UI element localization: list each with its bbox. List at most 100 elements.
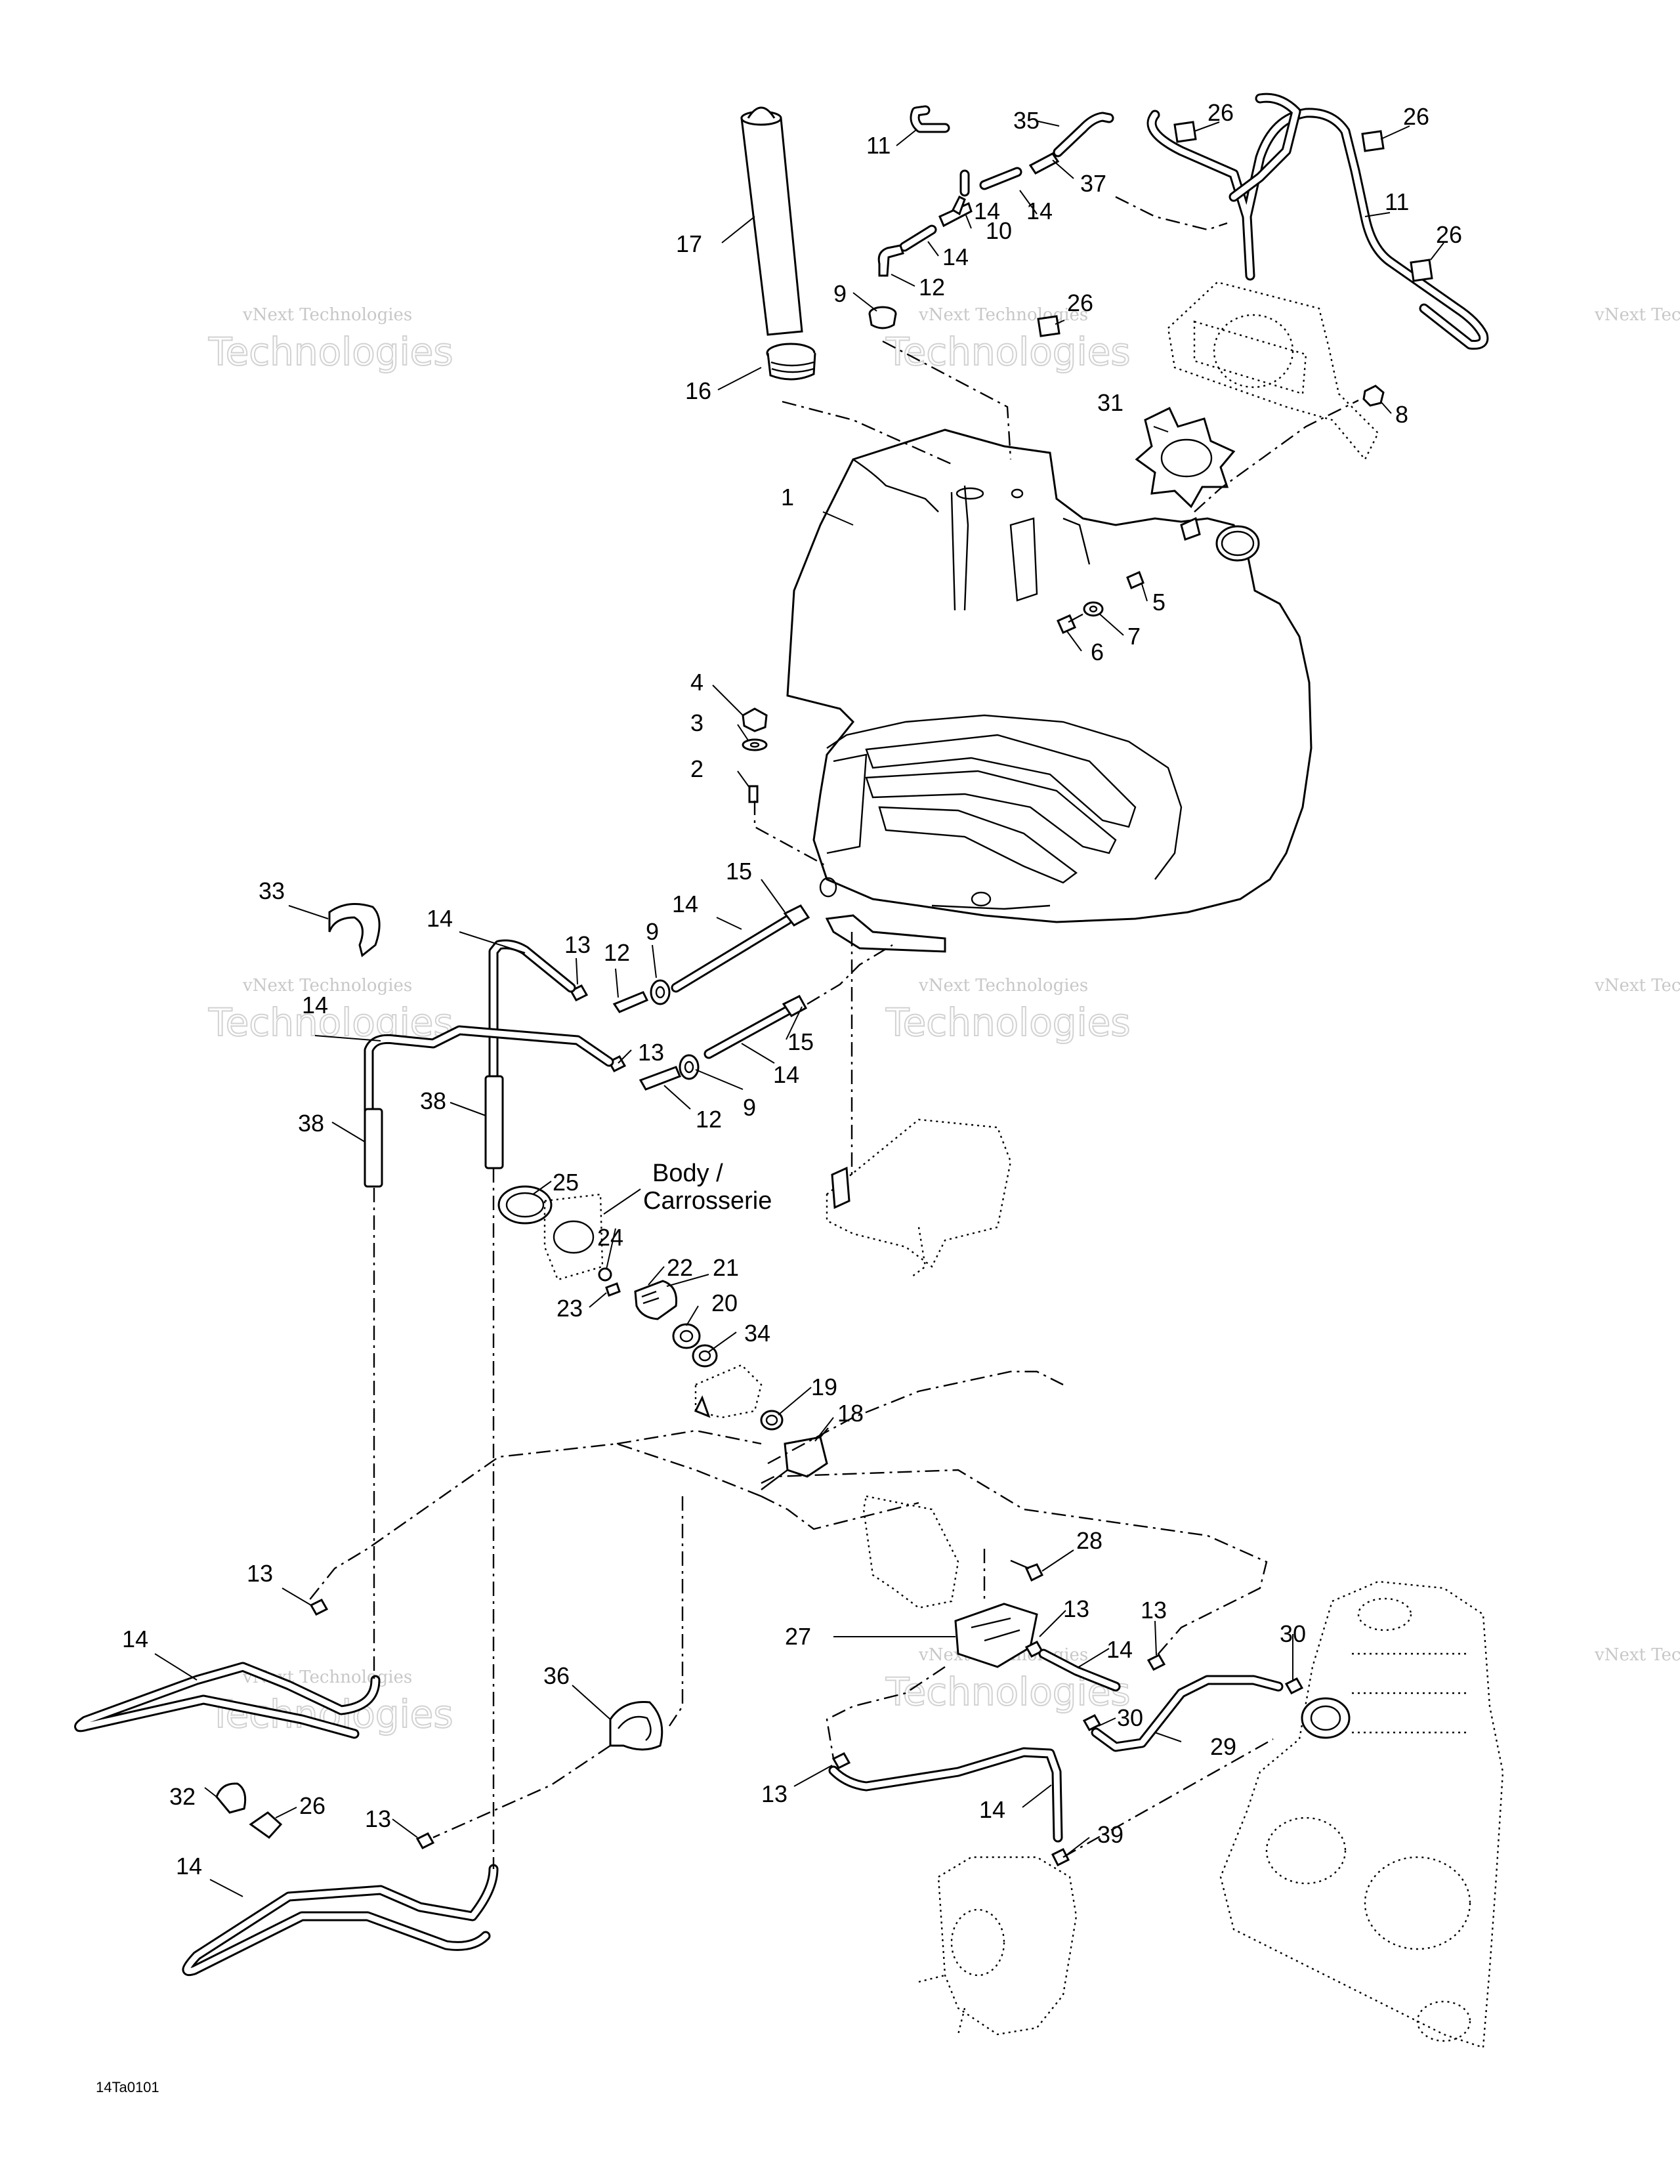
fuel-hose-14-lower-left-lower [182,1864,499,1977]
fuel-cap [1135,406,1236,509]
spring-22 [641,1290,660,1305]
body-note-line2: Carrosserie [643,1187,772,1215]
fuel-hose-14-lower [704,1005,793,1059]
clip-33 [328,903,381,957]
callout-label: 1 [781,484,794,511]
decal-plate-outline [543,1193,604,1281]
callout-label: 19 [811,1374,837,1400]
callout-label: 20 [711,1290,738,1316]
fuel-hose-14-left-upper [488,939,576,1082]
nut-8 [1362,385,1385,407]
callout-label: 22 [667,1254,693,1281]
clamp-13-bottom-left [415,1832,435,1849]
callout-label: 26 [1208,99,1234,126]
callout-label: 2 [690,755,704,782]
callout-label: 4 [690,669,704,696]
figure-id: 14Ta0101 [96,2079,159,2095]
o-ring-19 [760,1410,784,1431]
callout-label: 26 [1403,103,1429,130]
screw-6 [1057,613,1083,634]
callout-label: 14 [773,1061,799,1088]
callout-label: 13 [638,1039,664,1066]
callout-label: 12 [919,274,945,301]
headlight-bracket-outline [1167,281,1379,461]
leader-lines [154,120,1444,1897]
callout-label: 30 [1117,1704,1143,1731]
clamp-30-left [1082,1714,1102,1731]
callout-label: 25 [553,1169,579,1196]
body-note-line1: Body / [652,1160,723,1187]
callout-label: 12 [696,1106,722,1133]
callout-label: 24 [597,1224,623,1251]
watermark-text-large: Technologies [885,1000,1131,1045]
callout-label: 13 [1141,1597,1167,1624]
watermark-text: vNext Technologies [1594,976,1680,996]
stud-2 [748,785,759,803]
callout-label: 21 [713,1254,739,1281]
callout-labels: 1 2 3 4 5 6 7 8 9 9 9 10 11 11 12 12 12 … [122,99,1462,1880]
callout-label: 12 [604,939,630,966]
spacer-5 [1126,570,1144,590]
watermark-text: vNext Technologies [242,976,412,996]
watermark-text: vNext Technologies [1594,1645,1680,1665]
callout-label: 29 [1210,1733,1236,1760]
valve-bracket [694,1364,763,1419]
callout-label: 14 [302,992,328,1018]
body-note: Body / Carrosserie [643,1160,772,1215]
washer-3 [742,738,768,751]
lever-21 [634,1280,678,1320]
callout-label: 11 [1385,188,1409,215]
callout-label: 14 [122,1626,148,1652]
body-panel-outline [826,1118,1012,1277]
pump-bracket [862,1495,959,1609]
knob-25 [497,1185,553,1225]
fuel-hose-14-pump [1038,1648,1121,1692]
carburetor-outline [918,1856,1078,2036]
callout-label: 37 [1080,170,1106,197]
callout-label: 13 [761,1780,788,1807]
callout-label: 13 [247,1560,273,1587]
clamp-39 [1051,1847,1070,1867]
callout-label: 38 [298,1110,324,1137]
callout-label: 17 [676,230,702,257]
tee-fitting-10 [938,195,973,228]
elbow-12-mid [612,991,649,1013]
sleeve-38-right [484,1075,504,1169]
grommet-9-mid [650,979,671,1005]
watermark-text: vNext Technologies [918,976,1088,996]
callout-label: 26 [1067,289,1093,316]
callout-label: 16 [685,377,711,404]
watermark-text: vNext Technologies [242,305,412,325]
callout-label: 15 [726,858,752,885]
callout-label: 8 [1395,401,1408,428]
callout-label: 9 [743,1094,756,1121]
callout-label: 36 [543,1662,570,1689]
callout-label: 34 [744,1320,770,1347]
callout-label: 27 [785,1623,811,1650]
fuel-valve-18 [761,1427,829,1490]
clip-26-low [249,1811,283,1839]
callout-label: 31 [1097,389,1124,416]
callout-label: 9 [833,280,847,307]
callout-label: 33 [259,877,285,904]
callout-label: 11 [866,132,891,159]
callout-label: 9 [646,918,659,945]
callout-label: 38 [420,1087,446,1114]
callout-label: 30 [1280,1620,1306,1647]
vent-hose-11-left [910,105,950,133]
watermark-text: vNext Technologies [1594,305,1680,325]
grommet-9-top [868,306,897,329]
callout-label: 26 [299,1792,326,1819]
callout-label: 26 [1436,221,1462,248]
callout-label: 14 [942,243,969,270]
engine-outline [1219,1580,1504,2049]
clamp-13-right [1146,1654,1166,1671]
callout-label: 14 [974,198,1000,224]
callout-label: 13 [564,931,591,958]
filler-neck [766,343,816,381]
clamp-30-right [1284,1677,1304,1694]
screw-28 [1010,1559,1044,1582]
washer-20 [672,1323,701,1349]
callout-label: 14 [1106,1636,1133,1663]
